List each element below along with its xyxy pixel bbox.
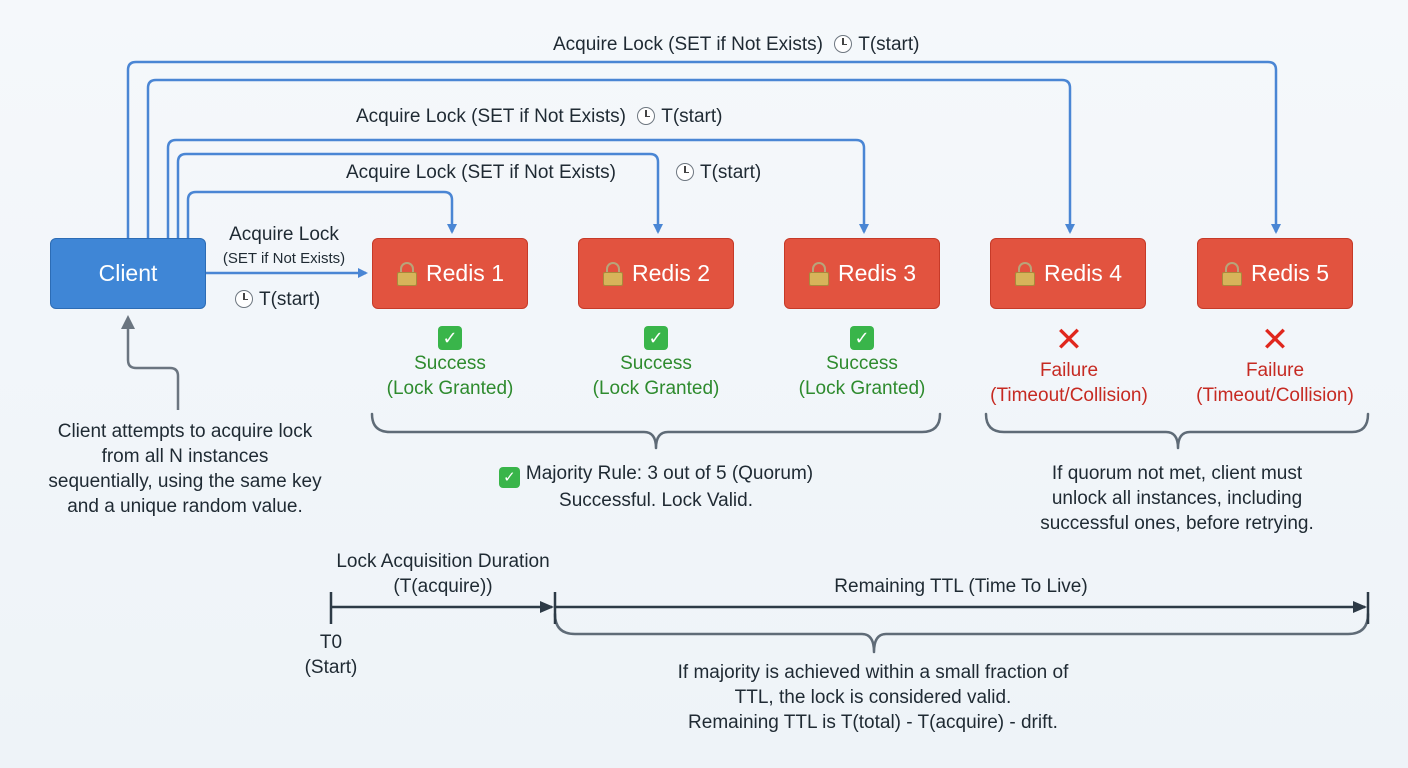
arrow-to-redis-3	[166, 138, 869, 238]
client-note-line: Client attempts to acquire lock	[57, 421, 313, 442]
client-note-line: from all N instances	[101, 446, 269, 467]
ttl-note-line: If majority is achieved within a small f…	[677, 662, 1069, 683]
redis-label: Redis 3	[838, 260, 916, 286]
acquire-text: Acquire Lock (SET if Not Exists)	[346, 162, 616, 183]
acquire-short-text: Acquire Lock	[229, 224, 339, 245]
acquire-label-redis-1: Acquire Lock	[212, 224, 356, 246]
arrow-to-redis-1	[186, 190, 457, 238]
result-status: Success	[620, 353, 692, 374]
tstart-text: T(start)	[858, 34, 920, 55]
lock-icon	[1014, 261, 1036, 286]
result-status: Success	[414, 353, 486, 374]
redis-label: Redis 2	[632, 260, 710, 286]
remaining-ttl-brace	[553, 612, 1370, 654]
result-redis-3: ✓ Success (Lock Granted)	[762, 326, 962, 401]
result-redis-2: ✓ Success (Lock Granted)	[556, 326, 756, 401]
remaining-ttl-label: Remaining TTL (Time To Live)	[681, 574, 1241, 599]
ttl-note: If majority is achieved within a small f…	[603, 660, 1143, 735]
clock-icon	[235, 290, 253, 308]
result-status: Failure	[1039, 360, 1099, 381]
duration-line: (T(acquire))	[393, 576, 493, 597]
quorum-note-line: unlock all instances, including	[1051, 488, 1303, 509]
result-detail: (Lock Granted)	[798, 378, 926, 399]
result-redis-1: ✓ Success (Lock Granted)	[350, 326, 550, 401]
tstart-text: T(start)	[259, 289, 321, 310]
redis-label: Redis 4	[1044, 260, 1122, 286]
result-detail: (Lock Granted)	[592, 378, 720, 399]
ttl-note-line: TTL, the lock is considered valid.	[734, 687, 1012, 708]
result-redis-4: ✕ Failure (Timeout/Collision)	[969, 321, 1169, 408]
note-pointer-arrow	[121, 315, 180, 410]
t0-line: (Start)	[304, 657, 358, 678]
client-box: Client	[50, 238, 206, 309]
redis-box-4: Redis 4	[990, 238, 1146, 309]
arrow-to-redis-4	[146, 78, 1075, 238]
check-icon: ✓	[498, 467, 520, 488]
redis-box-3: Redis 3	[784, 238, 940, 309]
clock-icon	[637, 107, 656, 125]
client-note-line: and a unique random value.	[67, 496, 303, 517]
tstart-label-redis-3: T(start)	[676, 162, 761, 184]
remaining-ttl-text: Remaining TTL (Time To Live)	[834, 576, 1088, 597]
duration-line: Lock Acquisition Duration	[336, 551, 550, 572]
acquire-label-redis-5: Acquire Lock (SET if Not Exists) T(start…	[553, 34, 919, 56]
cross-icon: ✕	[1260, 321, 1290, 359]
arrow-to-redis-2	[176, 152, 663, 238]
majority-note: ✓Majority Rule: 3 out of 5 (Quorum) Succ…	[456, 461, 856, 513]
acquire-sub-label-redis-1: (SET if Not Exists)	[210, 250, 358, 267]
t0-label: T0 (Start)	[291, 630, 371, 680]
failure-group-brace	[984, 412, 1370, 450]
tstart-label-redis-1: T(start)	[235, 289, 320, 311]
acquire-text: Acquire Lock (SET if Not Exists)	[553, 34, 823, 55]
redis-box-5: Redis 5	[1197, 238, 1353, 309]
tstart-text: T(start)	[700, 162, 762, 183]
result-detail: (Timeout/Collision)	[990, 385, 1148, 406]
clock-icon	[834, 35, 853, 53]
cross-icon: ✕	[1054, 321, 1084, 359]
success-group-brace	[370, 412, 942, 450]
acquire-label-redis-4: Acquire Lock (SET if Not Exists) T(start…	[356, 106, 722, 128]
result-status: Failure	[1245, 360, 1305, 381]
client-note-line: sequentially, using the same key	[48, 471, 322, 492]
result-detail: (Lock Granted)	[386, 378, 514, 399]
lock-icon	[396, 261, 418, 286]
acquire-label-redis-2: Acquire Lock (SET if Not Exists)	[346, 162, 616, 184]
result-status: Success	[826, 353, 898, 374]
client-note: Client attempts to acquire lock from all…	[20, 419, 350, 519]
quorum-note-line: If quorum not met, client must	[1051, 463, 1303, 484]
check-icon: ✓	[644, 326, 668, 350]
acquire-sub-text: (SET if Not Exists)	[222, 250, 346, 267]
tstart-text: T(start)	[661, 106, 723, 127]
result-detail: (Timeout/Collision)	[1196, 385, 1354, 406]
acquisition-duration-label: Lock Acquisition Duration (T(acquire))	[318, 549, 568, 599]
lock-icon	[808, 261, 830, 286]
acquire-text: Acquire Lock (SET if Not Exists)	[356, 106, 626, 127]
redis-box-2: Redis 2	[578, 238, 734, 309]
t0-line: T0	[319, 632, 343, 653]
redis-box-1: Redis 1	[372, 238, 528, 309]
result-redis-5: ✕ Failure (Timeout/Collision)	[1175, 321, 1375, 408]
quorum-note-line: successful ones, before retrying.	[1040, 513, 1314, 534]
lock-icon	[1221, 261, 1243, 286]
check-icon: ✓	[850, 326, 874, 350]
majority-note-line: Successful. Lock Valid.	[559, 490, 753, 511]
lock-icon	[602, 261, 624, 286]
client-label: Client	[98, 260, 158, 286]
redis-label: Redis 1	[426, 260, 504, 286]
majority-note-line: Majority Rule: 3 out of 5 (Quorum)	[525, 463, 814, 484]
check-icon: ✓	[438, 326, 462, 350]
redis-label: Redis 5	[1251, 260, 1329, 286]
quorum-note: If quorum not met, client must unlock al…	[1007, 461, 1347, 536]
clock-icon	[676, 163, 694, 181]
ttl-note-line: Remaining TTL is T(total) - T(acquire) -…	[688, 712, 1058, 733]
arrow-to-redis-5	[126, 60, 1281, 238]
